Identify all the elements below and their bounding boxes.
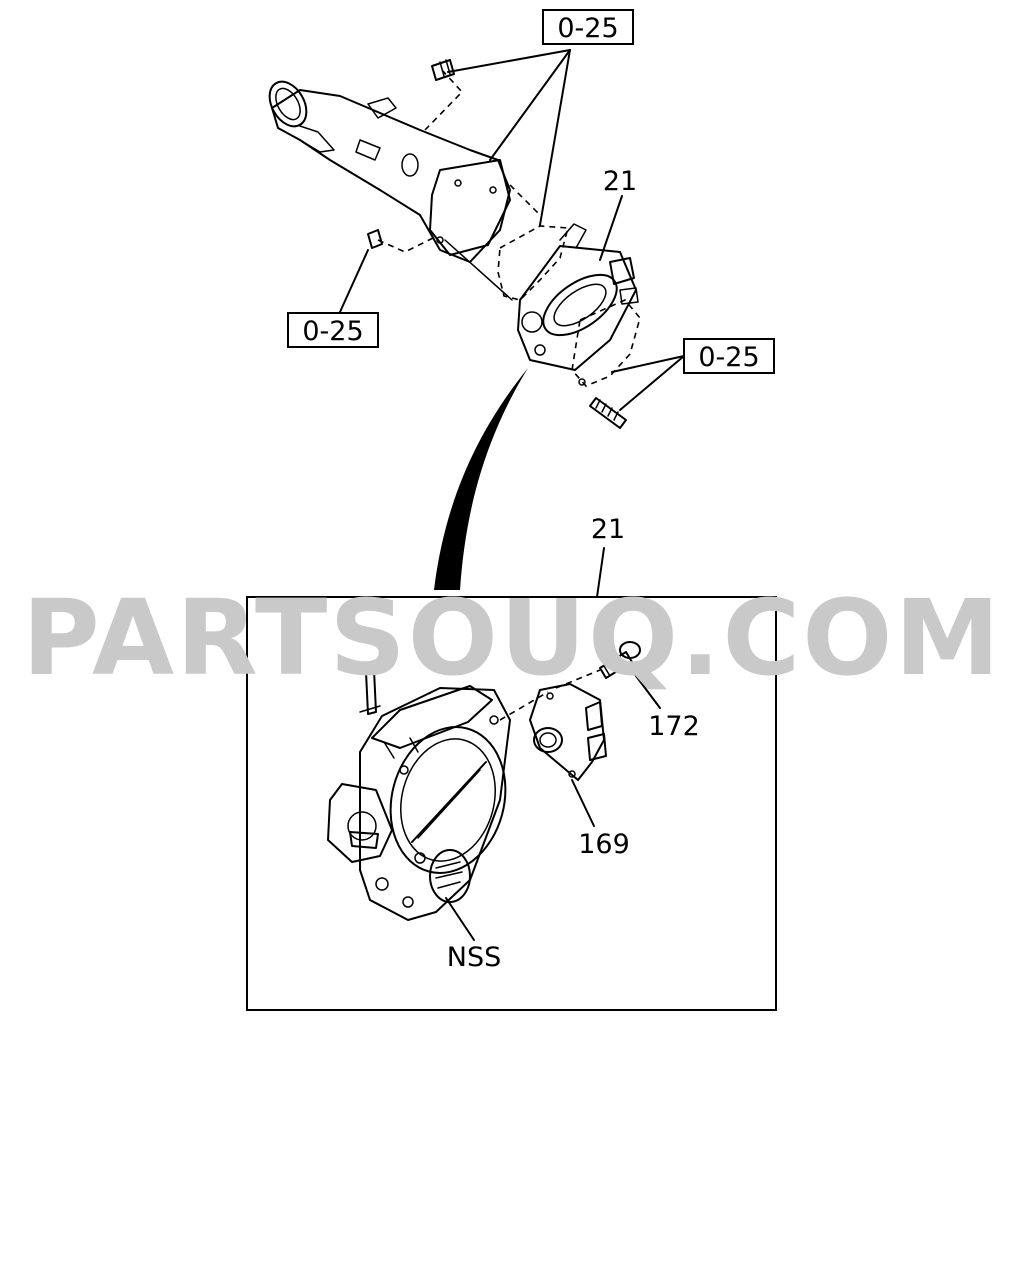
part-label-172: 172 bbox=[648, 711, 700, 742]
throttle-body-top bbox=[517, 223, 639, 386]
ref-label-right: 0-25 bbox=[698, 342, 759, 373]
intake-pipe bbox=[268, 80, 511, 263]
top-leader-lines bbox=[339, 49, 685, 411]
ref-box-left bbox=[287, 312, 379, 348]
watermark: PARTSOUQ.COM bbox=[22, 577, 1002, 699]
top-bolts bbox=[367, 59, 627, 429]
part-label-nss: NSS bbox=[447, 942, 501, 973]
detail-leader-21 bbox=[596, 547, 605, 598]
bottom-leader-lines bbox=[445, 667, 661, 941]
detail-frame bbox=[246, 596, 777, 1011]
top-gasket bbox=[497, 225, 641, 387]
ref-label-top: 0-25 bbox=[557, 13, 618, 44]
screw-172 bbox=[599, 641, 641, 679]
part-label-21-bottom: 21 bbox=[591, 514, 625, 545]
ref-box-top bbox=[542, 9, 634, 45]
detail-connector-arrow bbox=[434, 368, 528, 590]
ref-label-left: 0-25 bbox=[302, 316, 363, 347]
throttle-body-detail bbox=[327, 669, 511, 921]
throttle-position-sensor bbox=[529, 683, 607, 781]
part-label-169: 169 bbox=[578, 829, 630, 860]
ref-box-right bbox=[683, 338, 775, 374]
part-label-21-top: 21 bbox=[603, 166, 637, 197]
